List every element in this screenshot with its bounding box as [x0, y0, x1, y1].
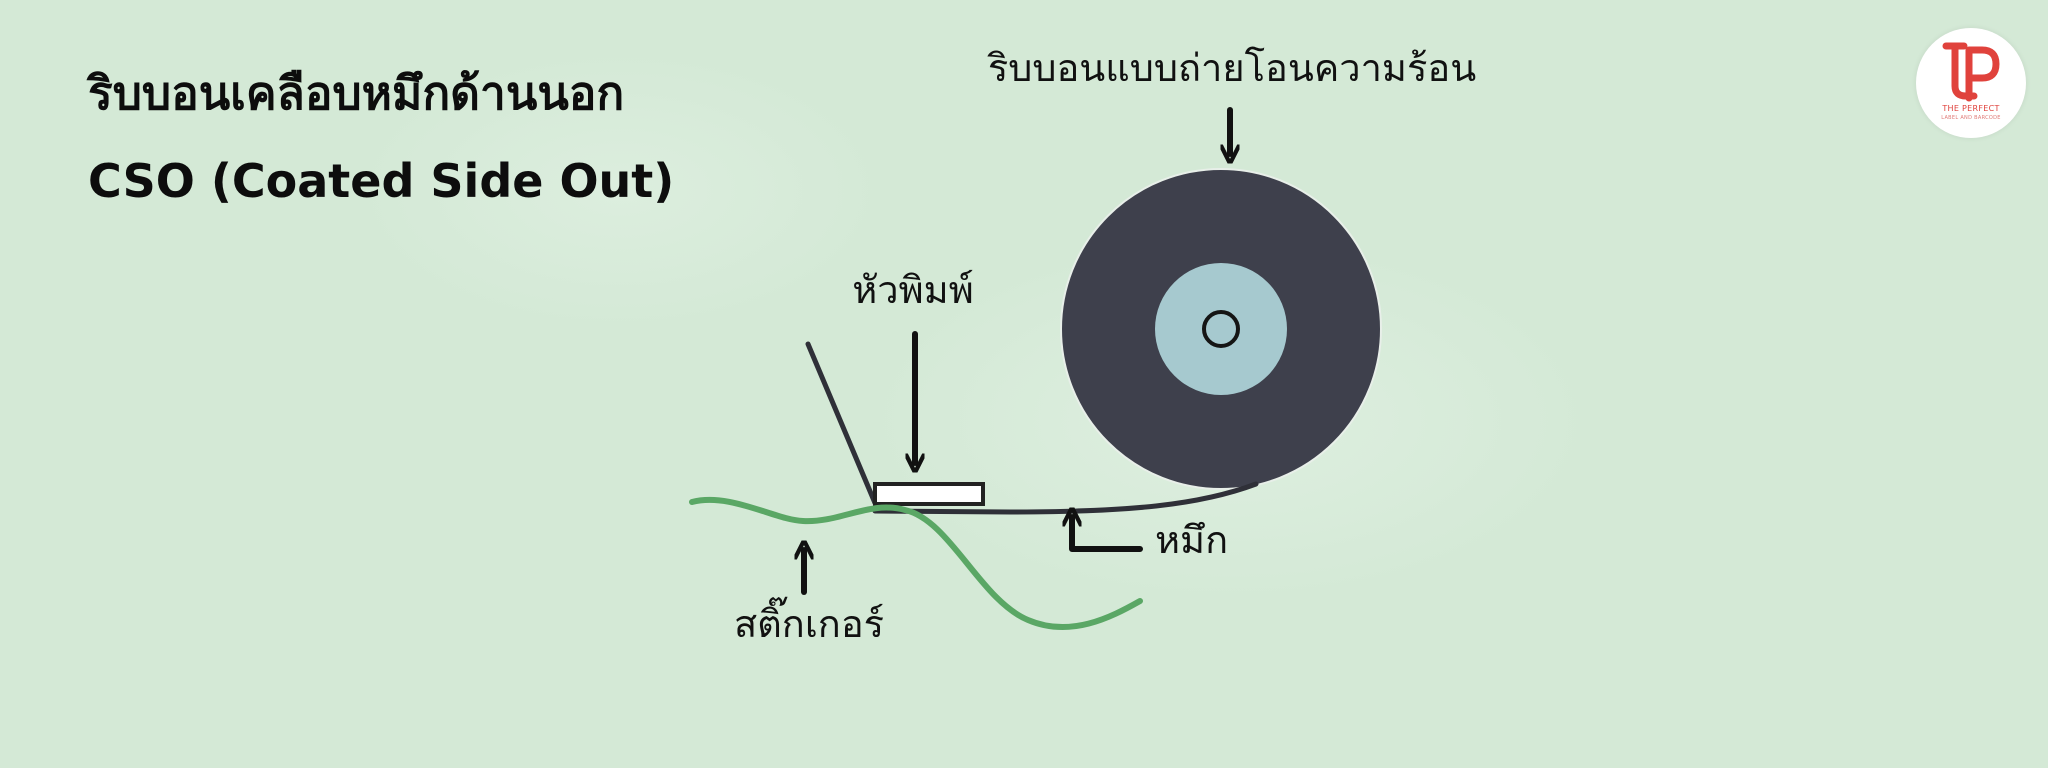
sticker-strip [689, 496, 1143, 631]
label-ink: หมึก [1155, 518, 1228, 562]
print-head-block [873, 482, 985, 506]
ribbon-tape [872, 481, 1259, 515]
logo-tagline: LABEL AND BARCODE [1941, 115, 2001, 121]
logo-name: THE PERFECT [1942, 104, 2000, 113]
label-ribbon-roll: ริบบอนแบบถ่ายโอนความร้อน [987, 46, 1476, 90]
title-english: CSO (Coated Side Out) [88, 154, 675, 208]
roll-spindle [1202, 310, 1240, 348]
tp-monogram-icon [1942, 42, 2000, 102]
arrow-ink [1072, 517, 1143, 552]
label-print-head: หัวพิมพ์ [852, 268, 974, 312]
brand-logo: THE PERFECT LABEL AND BARCODE [1916, 28, 2026, 138]
title-thai: ริบบอนเคลือบหมึกด้านนอก [88, 66, 625, 120]
ribbon-exit [805, 341, 878, 506]
label-sticker: สติ๊กเกอร์ [734, 597, 884, 646]
ribbon-roll [1060, 168, 1382, 490]
